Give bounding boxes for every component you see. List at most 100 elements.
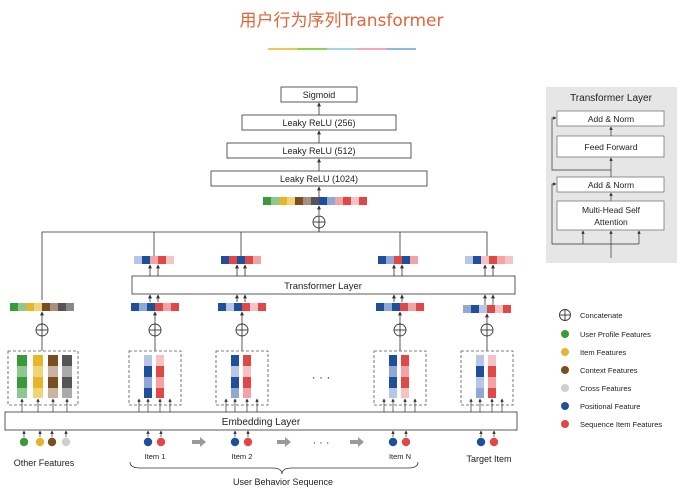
legend-item-label: Item Features bbox=[580, 348, 627, 357]
transformer-layer-box bbox=[131, 275, 516, 295]
feed-forward-box bbox=[556, 135, 665, 158]
legend-item: Item Features bbox=[561, 348, 627, 357]
transformer-detail-panel: Transformer Layer Add & Norm Feed Forwar… bbox=[546, 87, 677, 263]
concat-node-itemn bbox=[393, 323, 407, 337]
itemn-concat-vector bbox=[376, 303, 424, 311]
column-concat-vectors bbox=[10, 303, 511, 313]
relu-512-box bbox=[226, 142, 412, 159]
embedding-layer-label: Embedding Layer bbox=[222, 417, 301, 428]
target-item-label: Target Item bbox=[466, 454, 511, 464]
concat-output-vector bbox=[263, 197, 367, 205]
item1-label: Item 1 bbox=[145, 452, 166, 461]
detail-panel-arrows bbox=[551, 116, 641, 258]
add-norm-bottom-label: Add & Norm bbox=[588, 180, 634, 190]
page-title: 用户行为序列Transformer bbox=[239, 11, 444, 31]
sequence-brace bbox=[129, 461, 419, 475]
itemn-position-dot bbox=[388, 437, 398, 447]
legend: Concatenate User Profile Features Item F… bbox=[559, 309, 662, 429]
legend-cross-label: Cross Features bbox=[580, 384, 632, 393]
item1-sequence-dot bbox=[156, 437, 166, 447]
tl-input-arrows bbox=[148, 294, 495, 305]
concat-node-other bbox=[35, 323, 49, 337]
tl-out-1 bbox=[134, 256, 174, 264]
tl-out-2 bbox=[221, 256, 261, 264]
input-dots bbox=[19, 437, 499, 447]
legend-user-profile-label: User Profile Features bbox=[580, 330, 651, 339]
target-concat-vector bbox=[463, 305, 511, 313]
embedding-layer-box bbox=[4, 411, 518, 431]
input-arrows bbox=[22, 430, 496, 437]
detail-panel-title: Transformer Layer bbox=[570, 93, 653, 104]
item2-label: Item 2 bbox=[232, 452, 253, 461]
sequence-arrows bbox=[192, 437, 364, 447]
target-position-dot bbox=[476, 437, 486, 447]
add-norm-top-label: Add & Norm bbox=[588, 114, 634, 124]
legend-sequence-item-label: Sequence Item Features bbox=[580, 420, 662, 429]
target-sequence-dot bbox=[489, 437, 499, 447]
tl-out-target bbox=[465, 256, 513, 264]
seq-arrow-1 bbox=[192, 437, 206, 447]
context-feature-dot bbox=[47, 437, 57, 447]
item-feature-dot bbox=[35, 437, 45, 447]
legend-context-label: Context Features bbox=[580, 366, 638, 375]
legend-sequence-item: Sequence Item Features bbox=[561, 420, 662, 429]
relu-512-label: Leaky ReLU (512) bbox=[282, 146, 355, 156]
embedding-groups bbox=[7, 350, 514, 406]
ellipsis-bottom: · · · bbox=[312, 437, 329, 449]
attention-label-line1: Multi-Head Self bbox=[582, 205, 641, 215]
concat-node-target bbox=[480, 323, 494, 337]
item1-embedding bbox=[128, 350, 182, 406]
seq-arrow-3 bbox=[350, 437, 364, 447]
transformer-output-vectors bbox=[134, 256, 513, 264]
top-concat-node bbox=[312, 215, 326, 229]
user-profile-dot bbox=[19, 437, 29, 447]
legend-concat-label: Concatenate bbox=[580, 311, 623, 320]
itemn-embedding bbox=[373, 350, 427, 406]
user-behavior-sequence-label: User Behavior Sequence bbox=[233, 477, 333, 487]
attention-label-line2: Attention bbox=[594, 217, 628, 227]
sigmoid-label: Sigmoid bbox=[303, 90, 336, 100]
item2-sequence-dot bbox=[243, 437, 253, 447]
itemn-label: Item N bbox=[389, 452, 411, 461]
other-concat-vector bbox=[10, 303, 74, 311]
relu-1024-box bbox=[210, 170, 428, 187]
item2-position-dot bbox=[230, 437, 240, 447]
legend-positional: Positional Feature bbox=[561, 402, 640, 411]
ellipsis-middle: · · · bbox=[312, 370, 331, 384]
relu-256-box bbox=[241, 114, 397, 131]
legend-context: Context Features bbox=[561, 366, 638, 375]
title-underline bbox=[268, 48, 416, 50]
seq-arrow-2 bbox=[277, 437, 291, 447]
target-item-embedding bbox=[460, 350, 514, 406]
concat-node-item2 bbox=[235, 323, 249, 337]
relu-1024-label: Leaky ReLU (1024) bbox=[280, 174, 358, 184]
tl-out-n bbox=[378, 256, 418, 264]
item2-concat-vector bbox=[218, 303, 266, 311]
relu-256-label: Leaky ReLU (256) bbox=[282, 118, 355, 128]
legend-concat: Concatenate bbox=[559, 309, 623, 321]
mlp-stack: Sigmoid Leaky ReLU (256) Leaky ReLU (512… bbox=[210, 86, 428, 215]
concat-up-arrows bbox=[40, 311, 489, 351]
multi-head-attention-box bbox=[556, 200, 665, 231]
cross-feature-dot bbox=[61, 437, 71, 447]
feed-forward-label: Feed Forward bbox=[585, 142, 638, 152]
transformer-layer-label: Transformer Layer bbox=[284, 281, 362, 292]
item1-concat-vector bbox=[131, 303, 179, 311]
add-norm-top-box bbox=[556, 110, 665, 127]
itemn-sequence-dot bbox=[401, 437, 411, 447]
concat-node-item1 bbox=[148, 323, 162, 337]
add-norm-bottom-box bbox=[556, 176, 665, 193]
item2-embedding bbox=[215, 350, 269, 406]
sigmoid-box bbox=[280, 86, 358, 103]
column-concat-nodes bbox=[35, 323, 494, 337]
other-features-embedding bbox=[7, 350, 79, 406]
legend-cross: Cross Features bbox=[561, 384, 632, 393]
embedding-up-arrows bbox=[20, 398, 504, 412]
legend-positional-label: Positional Feature bbox=[580, 402, 640, 411]
item1-position-dot bbox=[143, 437, 153, 447]
other-features-label: Other Features bbox=[14, 458, 75, 468]
legend-user-profile: User Profile Features bbox=[561, 330, 651, 339]
tl-output-arrows bbox=[148, 264, 495, 276]
fan-in-lines bbox=[41, 228, 488, 300]
